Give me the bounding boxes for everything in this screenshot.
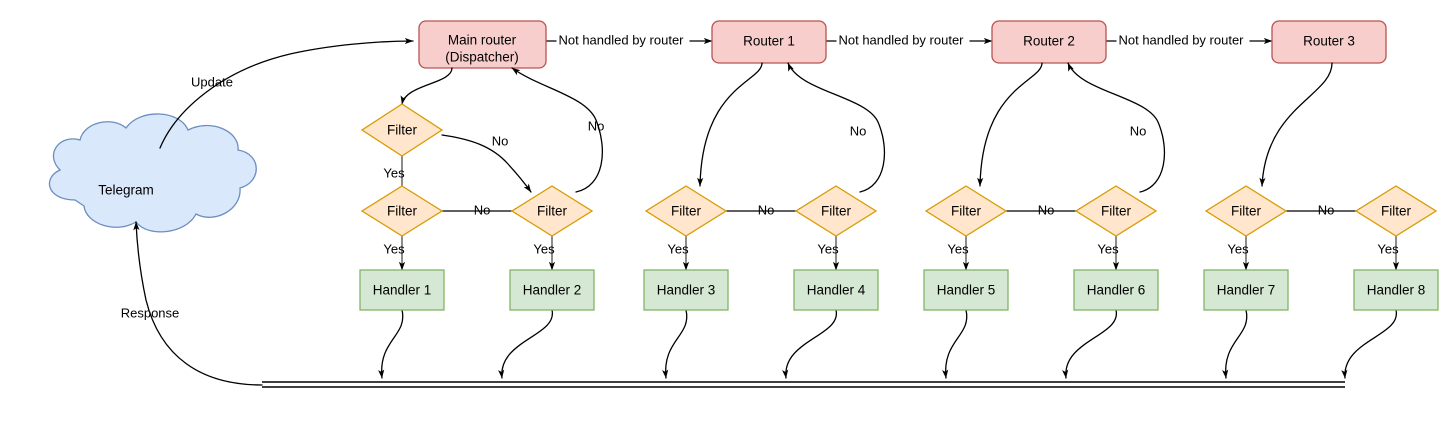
filter-dispatcher-right[interactable]: Filter: [510, 185, 594, 237]
chain-label-router2-router3: Not handled by router: [1118, 32, 1244, 47]
filter-router1-right-label: Filter: [821, 204, 852, 219]
filter-router3-left-label: Filter: [1231, 204, 1262, 219]
handler-4[interactable]: Handler 4: [793, 269, 879, 311]
yes-label-dispatcher-top: Yes: [383, 165, 405, 180]
handler-6[interactable]: Handler 6: [1073, 269, 1159, 311]
edge-response: Response: [121, 221, 263, 386]
no-label-router1-mid: No: [758, 202, 775, 217]
no-label-dispatcher-top: No: [492, 133, 509, 148]
filter-dispatcher-top-label: Filter: [387, 123, 418, 138]
chain-label-dispatcher-router1: Not handled by router: [558, 32, 684, 47]
handler-6-label: Handler 6: [1087, 283, 1146, 298]
yes-label-dispatcher-right: Yes: [533, 241, 555, 256]
router-1[interactable]: Router 1: [711, 20, 827, 64]
filter-dispatcher-left-label: Filter: [387, 204, 418, 219]
handler-7-label: Handler 7: [1217, 283, 1276, 298]
router-3[interactable]: Router 3: [1271, 20, 1387, 64]
handler-8[interactable]: Handler 8: [1353, 269, 1439, 311]
edge-update: Update: [159, 37, 414, 149]
handler-2[interactable]: Handler 2: [509, 269, 595, 311]
yes-label-router1-right: Yes: [817, 241, 839, 256]
chain-label-router1-router2: Not handled by router: [838, 32, 964, 47]
filter-dispatcher-top[interactable]: Filter: [360, 103, 444, 157]
no-label-router1-return: No: [850, 123, 867, 138]
handler-1-label: Handler 1: [373, 283, 432, 298]
handler-bus-edges: [378, 309, 1397, 379]
filter-router2-right-label: Filter: [1101, 204, 1132, 219]
router1-branch-edges: No No Yes Yes: [667, 62, 885, 271]
filter-router1-left-label: Filter: [671, 204, 702, 219]
handler-3-label: Handler 3: [657, 283, 716, 298]
filter-router1-right[interactable]: Filter: [794, 185, 878, 237]
handler-3[interactable]: Handler 3: [643, 269, 729, 311]
router3-branch-edges: No Yes Yes: [1227, 62, 1400, 271]
filter-dispatcher-right-label: Filter: [537, 204, 568, 219]
no-label-router2-return: No: [1130, 123, 1147, 138]
handler-1[interactable]: Handler 1: [359, 269, 445, 311]
filter-router3-right-label: Filter: [1381, 204, 1412, 219]
filter-router3-left[interactable]: Filter: [1204, 185, 1288, 237]
no-label-router3-mid: No: [1318, 202, 1335, 217]
handler-2-label: Handler 2: [523, 283, 582, 298]
dispatcher-branch-edges: No No Yes No Yes Yes: [383, 67, 605, 271]
telegram-cloud-label: Telegram: [98, 183, 154, 198]
filter-router1-left[interactable]: Filter: [644, 185, 728, 237]
router-2[interactable]: Router 2: [991, 20, 1107, 64]
yes-label-router3-left: Yes: [1227, 241, 1249, 256]
yes-label-router2-left: Yes: [947, 241, 969, 256]
edge-label-update: Update: [191, 74, 233, 89]
yes-label-router3-right: Yes: [1377, 241, 1399, 256]
handler-5[interactable]: Handler 5: [923, 269, 1009, 311]
handler-7[interactable]: Handler 7: [1203, 269, 1289, 311]
chain-connectors: Not handled by router Not handled by rou…: [545, 32, 1273, 47]
handler-8-label: Handler 8: [1367, 283, 1426, 298]
no-label-dispatcher-return: No: [588, 118, 605, 133]
filter-dispatcher-left[interactable]: Filter: [360, 185, 444, 237]
handler-5-label: Handler 5: [937, 283, 996, 298]
filter-router2-left[interactable]: Filter: [924, 185, 1008, 237]
no-label-router2-mid: No: [1038, 202, 1055, 217]
no-label-dispatcher-mid: No: [474, 202, 491, 217]
router-dispatcher[interactable]: Main router (Dispatcher): [418, 20, 547, 69]
yes-label-router2-right: Yes: [1097, 241, 1119, 256]
yes-label-router1-left: Yes: [667, 241, 689, 256]
filter-router2-left-label: Filter: [951, 204, 982, 219]
router2-branch-edges: No No Yes Yes: [947, 62, 1165, 271]
router-dispatcher-label-line2: (Dispatcher): [445, 50, 519, 65]
telegram-cloud[interactable]: Telegram: [48, 113, 257, 233]
response-bus: [262, 381, 1345, 388]
filter-router2-right[interactable]: Filter: [1074, 185, 1158, 237]
filter-router3-right[interactable]: Filter: [1354, 185, 1438, 237]
router-1-label: Router 1: [743, 34, 795, 49]
router-dispatcher-label-line1: Main router: [448, 33, 517, 48]
router-3-label: Router 3: [1303, 34, 1355, 49]
router-2-label: Router 2: [1023, 34, 1075, 49]
edge-label-response: Response: [121, 305, 180, 320]
handler-4-label: Handler 4: [807, 283, 866, 298]
yes-label-dispatcher-left: Yes: [383, 241, 405, 256]
